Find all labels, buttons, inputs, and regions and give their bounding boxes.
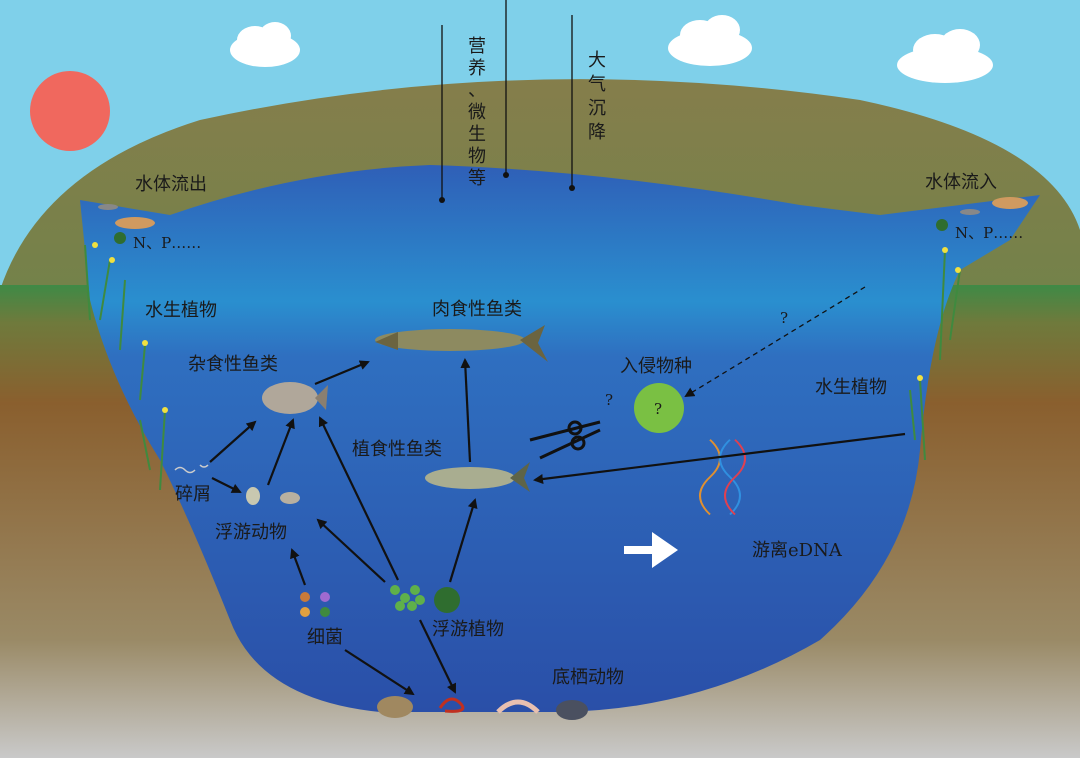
food-web-arrows <box>209 358 906 696</box>
arrow-plants-to-herbivore <box>533 432 906 484</box>
np-right-label: N、P…… <box>955 224 1023 242</box>
svg-text:大: 大 <box>588 50 606 71</box>
detritus-label: 碎屑 <box>175 484 211 505</box>
arrow-phyto-to-omnivore <box>318 416 399 581</box>
question-mark: ? <box>780 309 788 327</box>
nutrients-label: 营 养 、 微 生 物 等 <box>468 36 486 189</box>
svg-text:生: 生 <box>468 124 486 145</box>
atmosphere-label: 大 气 沉 降 <box>588 50 606 143</box>
aquatic-plants-left-label: 水生植物 <box>145 300 217 321</box>
omnivorous-fish-label: 杂食性鱼类 <box>188 354 278 375</box>
svg-text:微: 微 <box>468 102 486 123</box>
arrow-detritus-to-omnivore <box>209 420 257 463</box>
svg-text:降: 降 <box>588 122 606 143</box>
edna-label: 游离eDNA <box>752 540 843 561</box>
question-mark: ? <box>605 391 613 409</box>
herbivorous-fish-grass-carp <box>425 462 530 492</box>
zooplankton-label: 浮游动物 <box>215 522 287 543</box>
arrow-detritus-to-zooplankton <box>211 477 242 493</box>
arrow-phyto-to-benthos <box>419 619 456 694</box>
bacteria-label: 细菌 <box>307 627 343 648</box>
arrow-zooplankton-to-omnivore <box>266 418 295 486</box>
benthos-label: 底栖动物 <box>552 667 624 688</box>
arrow-phyto-to-herbivore <box>448 498 478 583</box>
arrow-bacteria-to-benthos <box>344 649 415 696</box>
herbivorous-fish-label: 植食性鱼类 <box>352 439 442 460</box>
arrow-bacteria-to-zooplankton <box>290 548 307 586</box>
lake-water <box>80 165 1040 712</box>
cloud <box>230 22 300 67</box>
invasion-dashed-arrow <box>684 286 866 398</box>
outflow-label: 水体流出 <box>135 174 207 195</box>
svg-text:等: 等 <box>468 168 486 189</box>
inflow-label: 水体流入 <box>925 172 997 193</box>
cloud <box>668 15 752 66</box>
svg-text:养: 养 <box>468 58 486 79</box>
svg-text:沉: 沉 <box>588 98 606 119</box>
edna-icon <box>699 439 746 516</box>
omnivorous-fish-carp <box>262 382 328 414</box>
carnivorous-fish-pike <box>375 325 548 362</box>
scissors-icon <box>529 420 601 460</box>
arrow-phyto-to-zooplankton <box>316 518 386 583</box>
outflow-fish <box>98 204 155 244</box>
arrow-herbivore-to-carnivore <box>460 358 472 463</box>
np-left-label: N、P…… <box>133 234 201 252</box>
svg-text:物: 物 <box>468 146 486 167</box>
arrow-omnivore-to-carnivore <box>314 360 370 386</box>
invasive-question: ? <box>654 400 662 418</box>
aquatic-plants-left-icon <box>84 242 168 491</box>
sun <box>30 71 110 151</box>
zooplankton-icon <box>246 487 300 505</box>
cloud <box>897 29 993 83</box>
carnivorous-fish-label: 肉食性鱼类 <box>432 299 522 320</box>
svg-text:气: 气 <box>588 74 606 95</box>
svg-text:、: 、 <box>468 80 486 101</box>
benthos-icons <box>377 696 588 720</box>
phytoplankton-icon <box>390 585 460 613</box>
phytoplankton-label: 浮游植物 <box>432 619 504 640</box>
bacteria-icon <box>300 592 330 617</box>
invasive-species-icon <box>634 383 684 433</box>
detritus-icon <box>174 464 209 474</box>
svg-text:营: 营 <box>468 36 486 57</box>
aquatic-plants-right-icon <box>909 247 961 461</box>
inflow-fish <box>936 197 1028 231</box>
edna-arrow-icon <box>624 532 678 568</box>
aquatic-plants-right-label: 水生植物 <box>815 377 887 398</box>
invasive-species-label: 入侵物种 <box>620 356 692 377</box>
